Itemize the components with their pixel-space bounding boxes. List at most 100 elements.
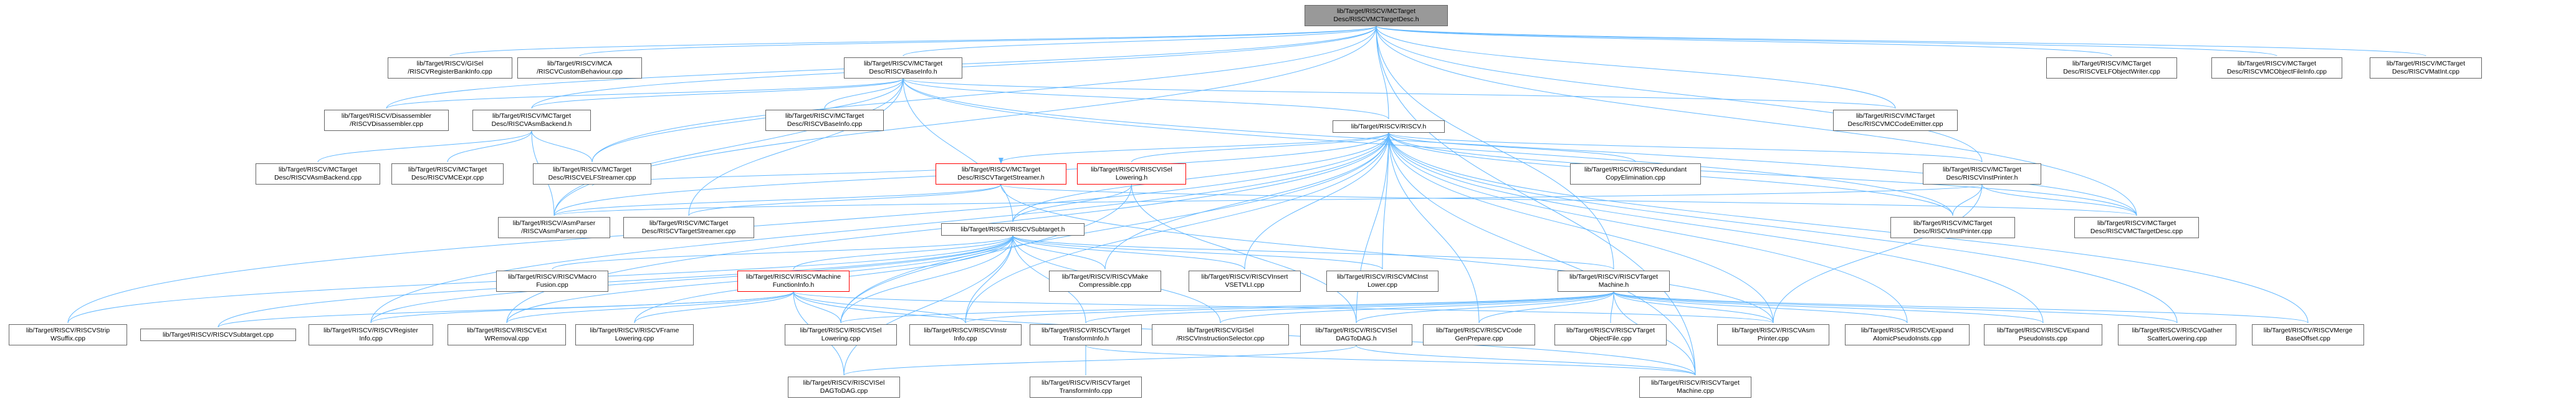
node-targetobjfile[interactable]: lib/Target/RISCV/RISCVTarget ObjectFile.…	[1554, 324, 1667, 345]
node-instrinfo[interactable]: lib/Target/RISCV/RISCVInstr Info.cpp	[909, 324, 1022, 345]
edge-subtarget-h-mfi-h	[793, 229, 1016, 270]
edge-targetmachine-h-tti-h	[1085, 286, 1617, 324]
node-matint[interactable]: lib/Target/RISCV/MCTarget Desc/RISCVMatI…	[2370, 57, 2482, 79]
node-expandpseudo[interactable]: lib/Target/RISCV/RISCVExpand PseudoInsts…	[1984, 324, 2102, 345]
node-codeemitter-line-2: Desc/RISCVMCCodeEmitter.cpp	[1847, 120, 1943, 128]
node-insertvsetvli-line-2: VSETVLI.cpp	[1225, 281, 1265, 289]
node-insertvsetvli[interactable]: lib/Target/RISCV/RISCVInsert VSETVLI.cpp	[1189, 271, 1301, 292]
node-framelowering[interactable]: lib/Target/RISCV/RISCVFrame Lowering.cpp	[575, 324, 694, 345]
node-registerinfo[interactable]: lib/Target/RISCV/RISCVRegister Info.cpp	[309, 324, 433, 345]
edge-targetstreamer-h-asmparser	[553, 178, 1004, 216]
node-targetobjfile-line-2: ObjectFile.cpp	[1589, 335, 1632, 342]
edge-riscv-h-mctargetdesc-cpp	[1386, 127, 2137, 216]
node-targetstreamer-h[interactable]: lib/Target/RISCV/MCTarget Desc/RISCVTarg…	[936, 163, 1066, 185]
node-targetstreamer-cpp-line-1: lib/Target/RISCV/MCTarget	[649, 219, 729, 227]
node-targetmachine-h[interactable]: lib/Target/RISCV/RISCVTarget Machine.h	[1558, 271, 1670, 292]
node-codegenprepare-line-1: lib/Target/RISCV/RISCVCode	[1436, 327, 1522, 334]
node-subtarget-cpp[interactable]: lib/Target/RISCV/RISCVSubtarget.cpp	[140, 329, 296, 341]
node-mcobjfileinfo[interactable]: lib/Target/RISCV/MCTarget Desc/RISCVMCOb…	[2211, 57, 2342, 79]
node-codeemitter[interactable]: lib/Target/RISCV/MCTarget Desc/RISCVMCCo…	[1833, 110, 1958, 131]
node-elfobjwriter[interactable]: lib/Target/RISCV/MCTarget Desc/RISCVELFO…	[2046, 57, 2177, 79]
node-dagtodag-h[interactable]: lib/Target/RISCV/RISCVISel DAGToDAG.h	[1300, 324, 1412, 345]
node-subtarget-h[interactable]: lib/Target/RISCV/RISCVSubtarget.h	[941, 223, 1085, 236]
edge-riscv-h-mcinstlower	[1382, 127, 1392, 270]
node-mctargetdesc-cpp[interactable]: lib/Target/RISCV/MCTarget Desc/RISCVMCTa…	[2074, 217, 2199, 238]
node-gisel-instsel[interactable]: lib/Target/RISCV/GISel /RISCVInstruction…	[1152, 324, 1289, 345]
node-baseinfo-h[interactable]: lib/Target/RISCV/MCTarget Desc/RISCVBase…	[844, 57, 962, 79]
node-mcexpr[interactable]: lib/Target/RISCV/MCTarget Desc/RISCVMCEx…	[391, 163, 504, 185]
edge-root-riscv-h	[1373, 20, 1389, 120]
edge-root-instprinter-h	[1373, 20, 1983, 163]
node-asmprinter[interactable]: lib/Target/RISCV/RISCVAsm Printer.cpp	[1717, 324, 1829, 345]
node-targetmachine-cpp-line-1: lib/Target/RISCV/RISCVTarget	[1651, 379, 1740, 387]
node-targetstreamer-cpp[interactable]: lib/Target/RISCV/MCTarget Desc/RISCVTarg…	[623, 217, 754, 238]
node-tti-cpp[interactable]: lib/Target/RISCV/RISCVTarget TransformIn…	[1030, 377, 1142, 398]
node-isellowering-h[interactable]: lib/Target/RISCV/RISCVISel Lowering.h	[1077, 163, 1186, 185]
node-root: lib/Target/RISCV/MCTarget Desc/RISCVMCTa…	[1305, 5, 1448, 26]
node-asmbackend-h-line-1: lib/Target/RISCV/MCTarget	[492, 112, 572, 120]
node-instprinter-cpp[interactable]: lib/Target/RISCV/MCTarget Desc/RISCVInst…	[1890, 217, 2015, 238]
node-gatherscatter-line-1: lib/Target/RISCV/RISCVGather	[2132, 327, 2223, 334]
edge-riscv-h-targetstreamer-h	[1000, 127, 1392, 163]
node-expandpseudo-line-1: lib/Target/RISCV/RISCVExpand	[1996, 327, 2090, 334]
edge-targetmachine-h-gisel-instsel	[1220, 286, 1617, 324]
node-codegenprepare[interactable]: lib/Target/RISCV/RISCVCode GenPrepare.cp…	[1423, 324, 1535, 345]
edge-subtarget-h-mcinstlower	[1010, 229, 1383, 270]
edge-root-baseinfo-h	[903, 20, 1379, 57]
node-targetmachine-h-line-1: lib/Target/RISCV/RISCVTarget	[1569, 273, 1658, 281]
edge-riscv-h-mergebaseoffset	[1386, 127, 2309, 324]
node-makecompressible[interactable]: lib/Target/RISCV/RISCVMake Compressible.…	[1049, 271, 1161, 292]
edge-riscv-h-instrinfo	[965, 127, 1392, 324]
edge-targetmachine-h-expandpseudo	[1611, 286, 2044, 324]
node-elfstreamer-line-2: Desc/RISCVELFStreamer.cpp	[548, 174, 636, 181]
node-instrinfo-line-1: lib/Target/RISCV/RISCVInstr	[924, 327, 1007, 334]
node-expandpseudo-line-2: PseudoInsts.cpp	[2019, 335, 2067, 342]
node-macrofusion[interactable]: lib/Target/RISCV/RISCVMacro Fusion.cpp	[496, 271, 608, 292]
node-targetmachine-cpp[interactable]: lib/Target/RISCV/RISCVTarget Machine.cpp	[1639, 377, 1751, 398]
node-elfobjwriter-line-1: lib/Target/RISCV/MCTarget	[2072, 60, 2152, 67]
node-asmbackend-cpp-line-1: lib/Target/RISCV/MCTarget	[278, 166, 358, 173]
edge-targetmachine-h-codegenprepare	[1478, 286, 1617, 324]
node-asmbackend-cpp[interactable]: lib/Target/RISCV/MCTarget Desc/RISCVAsmB…	[256, 163, 380, 185]
node-mcinstlower-line-1: lib/Target/RISCV/RISCVMCInst	[1337, 273, 1428, 281]
edge-riscv-h-expandpseudo	[1386, 127, 2044, 324]
node-elfobjwriter-line-2: Desc/RISCVELFObjectWriter.cpp	[2063, 68, 2160, 75]
node-stripwsuffix[interactable]: lib/Target/RISCV/RISCVStrip WSuffix.cpp	[9, 324, 127, 345]
node-dagtodag-cpp[interactable]: lib/Target/RISCV/RISCVISel DAGToDAG.cpp	[788, 377, 900, 398]
node-disasm[interactable]: lib/Target/RISCV/Disassembler /RISCVDisa…	[324, 110, 449, 131]
node-targetobjfile-line-1: lib/Target/RISCV/RISCVTarget	[1566, 327, 1655, 334]
node-expandatomic[interactable]: lib/Target/RISCV/RISCVExpand AtomicPseud…	[1845, 324, 1970, 345]
node-riscv-h[interactable]: lib/Target/RISCV/RISCV.h	[1333, 120, 1445, 133]
edge-targetmachine-h-gatherscatter	[1611, 286, 2178, 324]
node-mergebaseoffset-line-2: BaseOffset.cpp	[2286, 335, 2330, 342]
node-baseinfo-h-line-2: Desc/RISCVBaseInfo.h	[869, 68, 937, 75]
edge-subtarget-h-subtarget-cpp	[218, 229, 1016, 328]
edge-instprinter-h-asmprinter	[1773, 178, 1985, 324]
node-extwremoval[interactable]: lib/Target/RISCV/RISCVExt WRemoval.cpp	[448, 324, 566, 345]
node-asmparser-line-1: lib/Target/RISCV/AsmParser	[512, 219, 596, 227]
node-framelowering-line-1: lib/Target/RISCV/RISCVFrame	[590, 327, 679, 334]
node-tti-h[interactable]: lib/Target/RISCV/RISCVTarget TransformIn…	[1030, 324, 1142, 345]
node-gatherscatter[interactable]: lib/Target/RISCV/RISCVGather ScatterLowe…	[2118, 324, 2236, 345]
node-instprinter-h[interactable]: lib/Target/RISCV/MCTarget Desc/RISCVInst…	[1923, 163, 2041, 185]
node-mergebaseoffset-line-1: lib/Target/RISCV/RISCVMerge	[2263, 327, 2353, 334]
node-isellowering-cpp[interactable]: lib/Target/RISCV/RISCVISel Lowering.cpp	[785, 324, 897, 345]
node-gisel-regbank[interactable]: lib/Target/RISCV/GISel /RISCVRegisterBan…	[388, 57, 512, 79]
node-makecompressible-line-1: lib/Target/RISCV/RISCVMake	[1061, 273, 1149, 281]
node-matint-line-2: Desc/RISCVMatInt.cpp	[2392, 68, 2459, 75]
edge-instprinter-h-asmparser	[553, 178, 1985, 216]
node-mfi-h[interactable]: lib/Target/RISCV/RISCVMachine FunctionIn…	[737, 271, 850, 292]
node-elfstreamer[interactable]: lib/Target/RISCV/MCTarget Desc/RISCVELFS…	[533, 163, 651, 185]
node-asmbackend-h[interactable]: lib/Target/RISCV/MCTarget Desc/RISCVAsmB…	[472, 110, 591, 131]
node-baseinfo-h-line-1: lib/Target/RISCV/MCTarget	[863, 60, 943, 67]
node-mca[interactable]: lib/Target/RISCV/MCA /RISCVCustomBehavio…	[517, 57, 642, 79]
node-codegenprepare-line-2: GenPrepare.cpp	[1455, 335, 1503, 342]
node-asmparser[interactable]: lib/Target/RISCV/AsmParser /RISCVAsmPars…	[498, 217, 610, 238]
node-redundantcopy[interactable]: lib/Target/RISCV/RISCVRedundant CopyElim…	[1570, 163, 1701, 185]
node-mergebaseoffset[interactable]: lib/Target/RISCV/RISCVMerge BaseOffset.c…	[2252, 324, 2364, 345]
edge-riscv-h-expandatomic	[1386, 127, 1908, 324]
edge-baseinfo-h-asmparser	[553, 72, 906, 216]
node-mcinstlower[interactable]: lib/Target/RISCV/RISCVMCInst Lower.cpp	[1326, 271, 1439, 292]
node-baseinfo-cpp[interactable]: lib/Target/RISCV/MCTarget Desc/RISCVBase…	[765, 110, 884, 131]
edge-subtarget-h-makecompressible	[1010, 229, 1106, 270]
